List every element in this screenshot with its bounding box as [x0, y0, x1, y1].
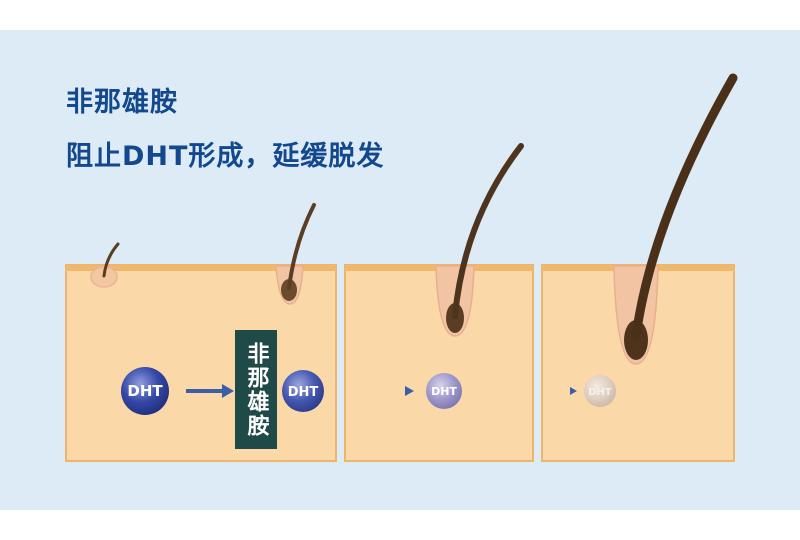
dht-molecule-3: DHT: [426, 373, 462, 409]
skin-panel-3: [541, 73, 738, 462]
dht-molecule-4: DHT: [584, 375, 616, 407]
arrow-1: [186, 384, 234, 398]
dht-label-3: DHT: [431, 385, 457, 398]
dht-label-2: DHT: [288, 385, 319, 400]
arrow-2: [376, 386, 414, 396]
skin-panel-1: [65, 203, 337, 462]
drug-label-box: 非那雄胺: [235, 330, 277, 449]
dht-molecule-2: DHT: [282, 370, 324, 412]
skin-panel-2: [344, 143, 534, 462]
arrow-3: [558, 387, 577, 395]
dht-molecule-1: DHT: [121, 367, 169, 415]
title-line-2: 阻止DHT形成，延缓脱发: [66, 141, 385, 172]
dht-label-4: DHT: [588, 387, 612, 398]
title-line-1: 非那雄胺: [66, 87, 178, 118]
dht-label-1: DHT: [127, 382, 163, 400]
